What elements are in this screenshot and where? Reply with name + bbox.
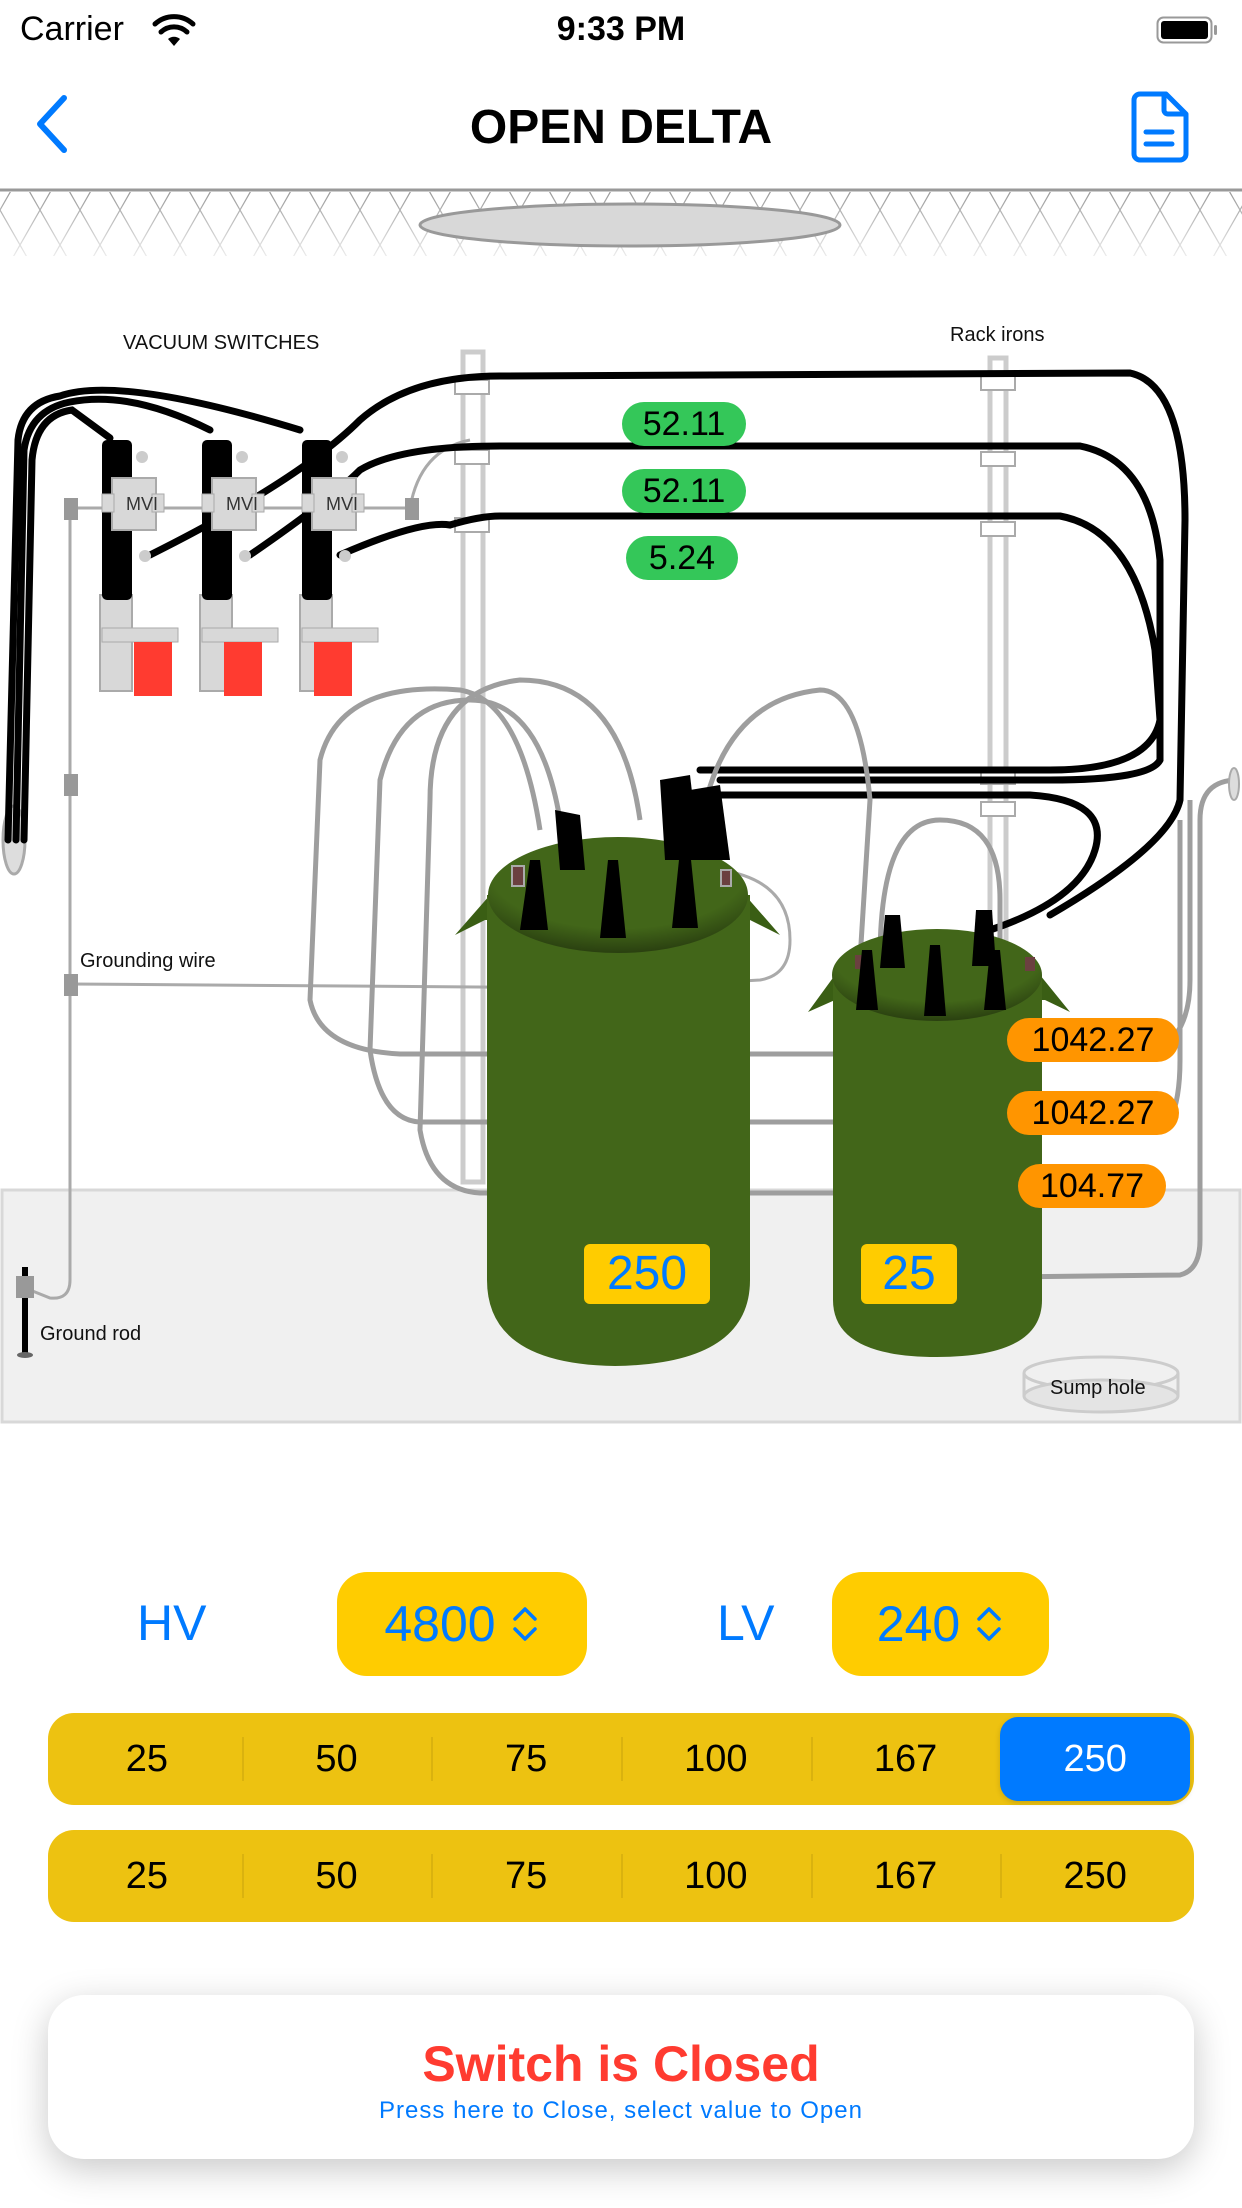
hv-value: 4800 — [384, 1596, 496, 1652]
rack-irons-label: Rack irons — [950, 324, 1045, 346]
primary-current-a: 52.11 — [622, 402, 746, 446]
kva-option-75[interactable]: 75 — [431, 1834, 621, 1918]
kva-option-25[interactable]: 25 — [125, 1854, 168, 1897]
primary-current-b: 52.11 — [622, 469, 746, 513]
vacuum-switch-1 — [99, 440, 179, 696]
kva-option-50[interactable]: 50 — [241, 1717, 432, 1801]
fuse-indicator — [134, 642, 172, 696]
sump-hole-label: Sump hole — [1050, 1377, 1146, 1399]
vacuum-switch-2 — [199, 440, 279, 696]
switch-status-title: Switch is Closed — [422, 2036, 820, 2092]
hv-voltage-picker[interactable]: 4800 — [337, 1572, 587, 1676]
kva-option-250[interactable]: 250 — [1000, 1834, 1190, 1918]
transformer-25 — [808, 910, 1070, 1357]
vacuum-switches-label: VACUUM SWITCHES — [123, 332, 320, 354]
sump-hole — [1022, 1355, 1180, 1414]
status-time: 9:33 PM — [556, 10, 686, 48]
kva-option-250[interactable]: 250 — [1000, 1717, 1191, 1801]
document-icon[interactable] — [1130, 90, 1192, 164]
switch-tag-label: MVI — [326, 494, 359, 514]
open-delta-diagram: VACUUM SWITCHES Rack irons Grounding wir… — [0, 188, 1242, 1424]
navigation-bar: OPEN DELTA — [0, 60, 1242, 190]
kva-option-100[interactable]: 100 — [621, 1834, 811, 1918]
diagram-drawing — [0, 188, 1242, 1424]
switch-tag-label: MVI — [126, 494, 159, 514]
vacuum-switch-3 — [299, 440, 379, 696]
back-chevron-icon[interactable] — [28, 92, 78, 156]
chevron-up-down-icon — [977, 1607, 1001, 1641]
transformer-2-kva-label: 25 — [861, 1244, 957, 1304]
secondary-current-a: 1042.27 — [1007, 1018, 1179, 1062]
ceiling-grate — [0, 188, 1242, 256]
switch-instruction: Press here to Close, select value to Ope… — [379, 2097, 863, 2124]
hv-label: HV — [137, 1595, 207, 1651]
switch-toggle-button[interactable]: Switch is Closed Press here to Close, se… — [48, 1995, 1194, 2159]
lv-label: LV — [717, 1595, 775, 1651]
fuse-indicator — [314, 642, 352, 696]
kva-option-75[interactable]: 75 — [431, 1717, 621, 1801]
battery-icon — [1156, 16, 1217, 44]
kva-option-100[interactable]: 100 — [621, 1717, 811, 1801]
ground-rod-label: Ground rod — [40, 1323, 142, 1345]
fuse-indicator — [224, 642, 262, 696]
voltage-selector-row: HV 4800 LV 240 — [0, 1572, 1242, 1676]
manhole-opening — [418, 202, 842, 248]
rack-iron-left — [454, 349, 490, 1185]
kva-option-50[interactable]: 50 — [241, 1834, 432, 1918]
chevron-up-down-icon — [512, 1607, 537, 1641]
grounding-wire-label: Grounding wire — [80, 950, 216, 972]
wifi-icon — [152, 14, 196, 46]
secondary-current-c: 104.77 — [1018, 1164, 1166, 1208]
secondary-current-b: 1042.27 — [1007, 1091, 1179, 1135]
carrier-label: Carrier — [20, 10, 124, 48]
kva-option-167[interactable]: 167 — [810, 1834, 1001, 1918]
kva-option-167[interactable]: 167 — [810, 1717, 1001, 1801]
switch-tag-label: MVI — [226, 494, 259, 514]
kva-option-25[interactable]: 25 — [125, 1737, 168, 1780]
ground-rod — [16, 1267, 34, 1358]
lv-value: 240 — [876, 1596, 961, 1652]
transformer-1-kva-label: 250 — [584, 1244, 710, 1304]
lv-voltage-picker[interactable]: 240 — [832, 1572, 1049, 1676]
page-title: OPEN DELTA — [469, 101, 773, 154]
primary-current-c: 5.24 — [626, 536, 738, 580]
status-bar: Carrier 9:33 PM — [0, 0, 1242, 60]
